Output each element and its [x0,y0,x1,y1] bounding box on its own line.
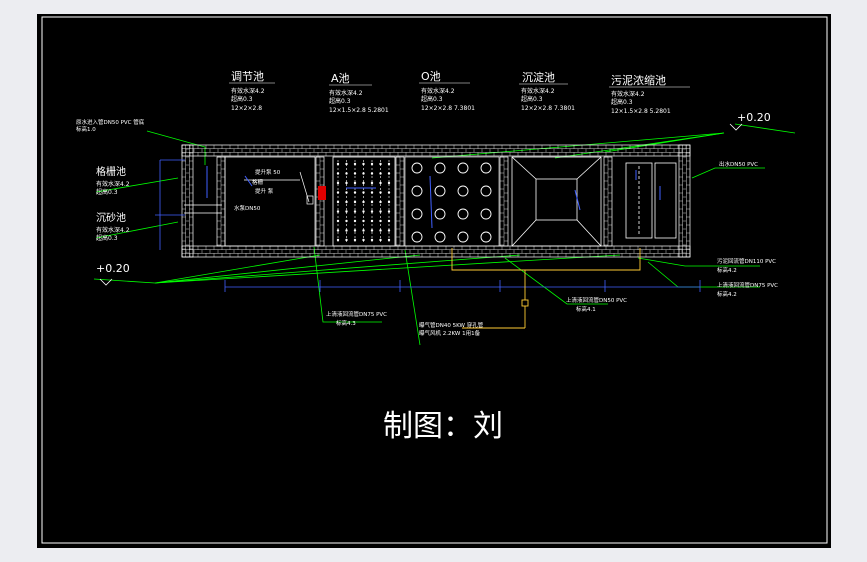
svg-text:有效水深4.2: 有效水深4.2 [421,87,455,95]
svg-text:污泥回流管DN110 PVC: 污泥回流管DN110 PVC [717,257,776,265]
tank-title-sludge: 污泥浓缩池 [611,74,666,87]
svg-text:有效水深4.2: 有效水深4.2 [329,89,363,97]
leader-lines [93,123,796,346]
svg-text:超高0.3: 超高0.3 [611,98,633,106]
svg-text:提升 泵: 提升 泵 [255,187,274,195]
elevation-top-right: +0.20 [737,111,771,124]
a-tank-diffuser-frame [332,156,396,247]
sheet-border [41,16,828,544]
elevation-left: +0.20 [96,262,130,275]
tank-title-screen: 格栅池 [96,165,126,178]
svg-text:超高0.3: 超高0.3 [96,234,118,242]
drafter-label: 制图：刘 [383,409,503,444]
svg-text:上清液回流管DN50 PVC: 上清液回流管DN50 PVC [566,296,627,304]
tank-title-o: O池 [421,70,441,83]
svg-text:12×1.5×2.8 5.2801: 12×1.5×2.8 5.2801 [611,108,671,115]
svg-text:水泵DN50: 水泵DN50 [234,204,261,212]
tank-title-settling: 沉淀池 [522,70,555,84]
svg-text:格栅: 格栅 [252,178,264,186]
pipe-notes: 原水进入管DN50 PVC 管底 标高1.0 上清液回流管DN75 PVC 标高… [76,118,778,337]
svg-text:有效水深4.2: 有效水深4.2 [521,87,555,95]
svg-text:12×2×2.8: 12×2×2.8 [231,105,262,112]
title-underlines [229,82,690,88]
tank-walls [181,144,691,258]
svg-text:12×2×2.8 7.3801: 12×2×2.8 7.3801 [421,105,475,112]
svg-text:超高0.3: 超高0.3 [521,95,543,103]
a-tank-diffusers [336,160,391,243]
tank-title-grit: 沉砂池 [96,211,126,224]
svg-text:超高0.3: 超高0.3 [421,95,443,103]
tank-internals [155,156,701,329]
side-tank-labels: 格栅池 有效水深4.2 超高0.3 沉砂池 有效水深4.2 超高0.3 [96,165,130,242]
svg-text:超高0.3: 超高0.3 [96,188,118,196]
svg-text:上清液回流管DN75 PVC: 上清液回流管DN75 PVC [326,310,387,318]
svg-text:曝气风机 2.2KW 1用1备: 曝气风机 2.2KW 1用1备 [419,329,481,337]
drawing-sheet [37,14,831,548]
o-tank-aerators [404,156,500,247]
tank-specs: 有效水深4.2 超高0.3 12×2×2.8 有效水深4.2 超高0.3 12×… [231,87,671,115]
tank-labels: 调节池 A池 O池 沉淀池 污泥浓缩池 [231,70,666,87]
sludge-plates [625,162,677,239]
svg-text:超高0.3: 超高0.3 [329,97,351,105]
svg-text:超高0.3: 超高0.3 [231,95,253,103]
svg-text:曝气管DN40 5KW 穿孔管: 曝气管DN40 5KW 穿孔管 [419,321,484,329]
pipes-yellow [451,248,641,329]
svg-text:12×2×2.8 7.3801: 12×2×2.8 7.3801 [521,105,575,112]
svg-text:上清液回流管DN75 PVC: 上清液回流管DN75 PVC [717,281,778,289]
svg-text:有效水深4.2: 有效水深4.2 [231,87,265,95]
red-valve [318,186,326,200]
dimension-lines [155,159,701,292]
tank-title-regulating: 调节池 [231,70,264,83]
svg-text:标高4.3: 标高4.3 [336,319,356,327]
svg-text:标高4.2: 标高4.2 [717,266,737,274]
svg-text:提升泵 50: 提升泵 50 [255,168,281,176]
svg-text:原水进入管DN50 PVC 管底: 原水进入管DN50 PVC 管底 [76,118,145,126]
svg-text:标高4.2: 标高4.2 [717,290,737,298]
svg-text:有效水深4.2: 有效水深4.2 [96,226,130,234]
svg-text:有效水深4.2: 有效水深4.2 [96,180,130,188]
regulating-tank-details [184,156,316,247]
svg-text:标高4.1: 标高4.1 [576,305,596,313]
elevation-markers: +0.20 +0.20 [96,111,771,286]
svg-text:标高1.0: 标高1.0 [76,125,96,133]
tank-title-a: A池 [331,72,350,85]
svg-text:12×1.5×2.8 5.2801: 12×1.5×2.8 5.2801 [329,107,389,114]
svg-text:有效水深4.2: 有效水深4.2 [611,90,645,98]
pipes-blue [206,166,661,229]
svg-text:出水DN50 PVC: 出水DN50 PVC [719,160,758,168]
